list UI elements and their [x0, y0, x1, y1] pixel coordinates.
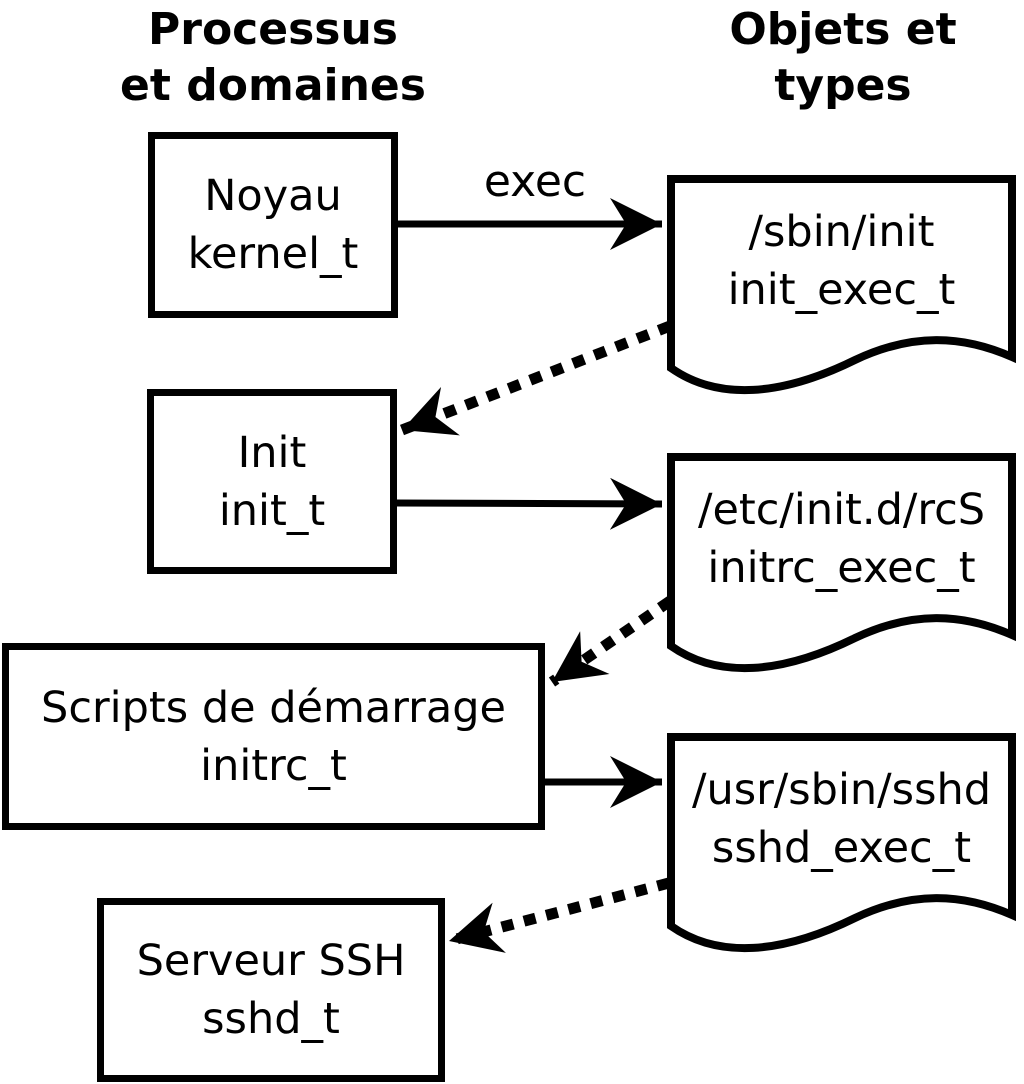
- document-shape-etc-initd-rcs: [667, 453, 1016, 673]
- transition-arrow-to-sshd-t: [447, 877, 671, 953]
- column-header-processes: Processus et domaines: [73, 2, 473, 114]
- process-domain-type: sshd_t: [202, 994, 340, 1044]
- exec-arrow-label: exec: [483, 156, 587, 207]
- process-box-init: Init init_t: [147, 389, 397, 574]
- header-line: et domaines: [120, 60, 426, 111]
- process-name: Noyau: [204, 171, 342, 221]
- exec-arrow-init-to-rcs: [393, 477, 663, 530]
- process-box-sshd: Serveur SSH sshd_t: [97, 898, 445, 1082]
- document-shape-sbin-init: [667, 175, 1016, 395]
- process-name: Serveur SSH: [136, 936, 406, 986]
- transition-arrow-to-initrc-t: [548, 596, 674, 687]
- header-line: types: [774, 60, 912, 111]
- process-domain-type: kernel_t: [187, 229, 359, 279]
- process-domain-type: initrc_t: [200, 740, 347, 791]
- process-name: Scripts de démarrage: [41, 682, 506, 733]
- header-line: Objets et: [729, 4, 957, 55]
- process-domain-type: init_t: [218, 485, 326, 536]
- transition-arrow-to-init-t: [400, 320, 672, 436]
- process-box-kernel: Noyau kernel_t: [148, 132, 398, 318]
- document-shape-usr-sbin-sshd: [667, 733, 1016, 953]
- header-line: Processus: [148, 4, 398, 55]
- process-name: Init: [237, 427, 307, 478]
- process-box-initscripts: Scripts de démarrage initrc_t: [2, 643, 545, 830]
- column-header-objects: Objets et types: [643, 2, 1024, 114]
